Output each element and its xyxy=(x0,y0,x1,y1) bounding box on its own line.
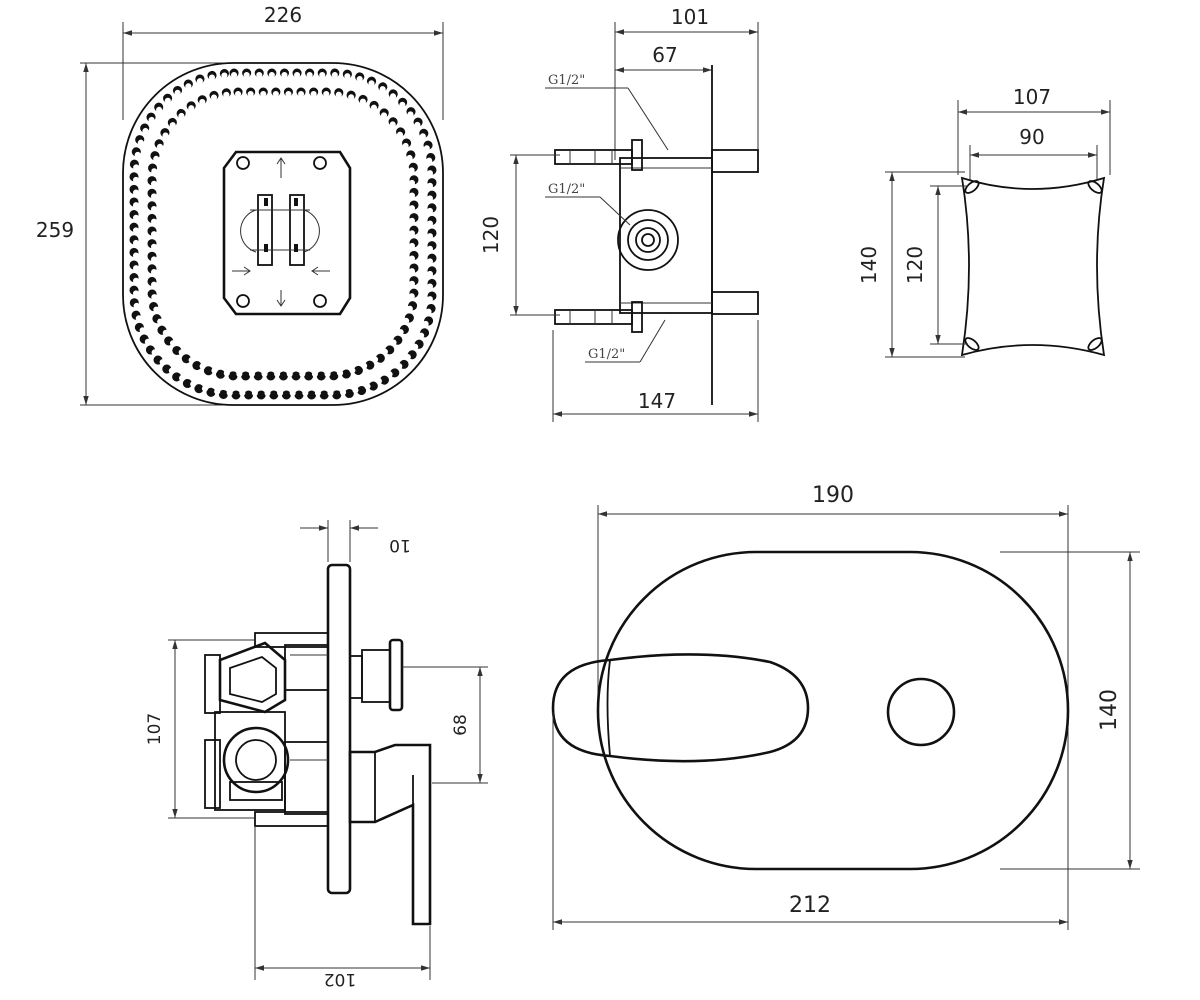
port-label-mid: G1/2" xyxy=(548,182,585,197)
front-box-width-dim: 226 xyxy=(264,3,302,27)
cover-plate-view: 190 140 212 xyxy=(551,483,1140,930)
valve-spindle-dim: 68 xyxy=(451,714,471,736)
side-box-view: 101 67 120 147 xyxy=(479,5,759,422)
cover-inner-width-dim: 190 xyxy=(812,483,854,508)
cover-outer-width-dim: 212 xyxy=(789,893,831,918)
valve-depth-dim: 102 xyxy=(324,969,356,989)
mount-plate-view: 107 90 140 120 xyxy=(857,85,1111,358)
mount-outer-height-dim: 140 xyxy=(857,246,881,284)
front-box-view: 226 259 xyxy=(36,3,444,406)
cover-height-dim: 140 xyxy=(1097,689,1122,731)
valve-plate-offset-dim: 10 xyxy=(389,535,411,555)
port-label-top: G1/2" xyxy=(548,73,585,88)
side-box-inner-dim: 67 xyxy=(652,43,677,67)
mount-outer-width-dim: 107 xyxy=(1013,85,1051,109)
mount-inner-height-dim: 120 xyxy=(903,246,927,284)
valve-side-view: 10 107 68 xyxy=(145,520,488,989)
side-box-overall-dim: 101 xyxy=(671,5,709,29)
port-label-bottom: G1/2" xyxy=(588,347,625,362)
mount-inner-width-dim: 90 xyxy=(1019,125,1044,149)
side-box-depth-dim: 147 xyxy=(638,389,676,413)
side-box-height-dim: 120 xyxy=(479,216,503,254)
valve-body-height-dim: 107 xyxy=(145,713,165,745)
front-box-height-dim: 259 xyxy=(36,218,74,242)
